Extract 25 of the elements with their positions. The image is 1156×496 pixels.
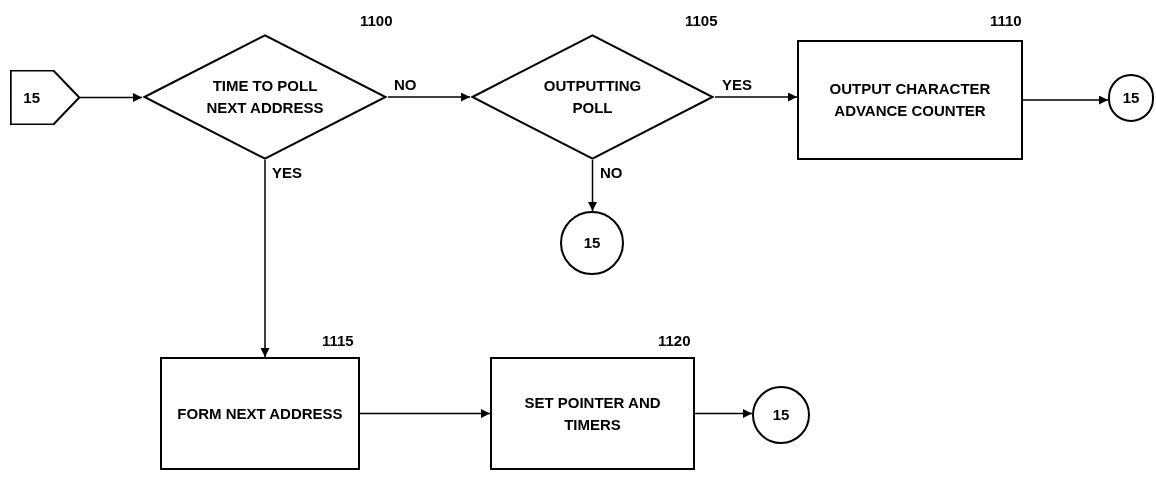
- arrow: [694, 409, 753, 418]
- node-text: 15: [23, 87, 41, 108]
- step-number: 1115: [322, 332, 354, 350]
- node-text: 15: [583, 233, 601, 253]
- node-text: OUTPUT CHARACTER ADVANCE COUNTER: [828, 79, 992, 121]
- step-number: 1100: [360, 12, 393, 30]
- node-text: SET POINTER AND TIMERS: [523, 392, 662, 435]
- node-text: 15: [1122, 88, 1140, 108]
- process-box: [490, 357, 695, 470]
- node-text: FORM NEXT ADDRESS: [177, 403, 343, 424]
- process-box: [160, 357, 360, 470]
- arrow: [260, 159, 270, 358]
- arrow: [79, 93, 143, 102]
- process-box: [797, 40, 1023, 160]
- node-text: 15: [772, 405, 790, 425]
- step-number: 1110: [990, 12, 1022, 30]
- node-text: OUTPUTTING POLL: [542, 76, 643, 118]
- step-number: 1105: [685, 12, 718, 30]
- arrow: [387, 92, 471, 102]
- arrow: [588, 159, 597, 212]
- step-number: 1120: [658, 332, 691, 350]
- node-text: TIME TO POLL NEXT ADDRESS: [205, 76, 325, 118]
- arrow: [1022, 95, 1109, 105]
- arrow: [714, 92, 798, 102]
- arrow: [359, 409, 491, 418]
